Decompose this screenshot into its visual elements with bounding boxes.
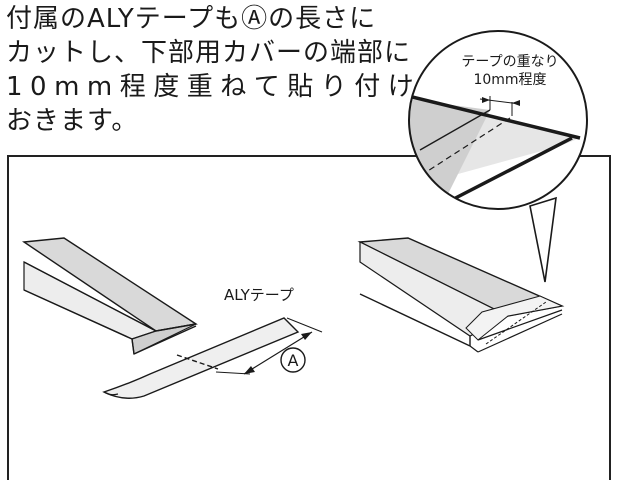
lower-cover-board bbox=[22, 237, 198, 355]
right-figure bbox=[357, 237, 565, 353]
instruction-text: 付属のALYテープもⒶの長さに カットし、下部用カバーの端部に 10mm程度重ね… bbox=[6, 2, 455, 138]
magnifier-callout: テープの重なり 10mm程度 bbox=[408, 30, 588, 283]
applied-tape bbox=[465, 295, 564, 341]
callout-detail: 10mm程度 bbox=[473, 72, 546, 88]
callout-title: テープの重なり bbox=[461, 54, 558, 70]
illustration-frame bbox=[7, 155, 611, 480]
tape-cut-line bbox=[176, 354, 219, 370]
instruction-line-4: おきます。 bbox=[6, 106, 139, 136]
overlap-dashed-line bbox=[485, 301, 547, 345]
aly-tape-strip bbox=[102, 317, 300, 399]
left-figure: A ALYテープ bbox=[22, 237, 323, 399]
dimension-a bbox=[215, 317, 323, 375]
instruction-line-1: 付属のALYテープもⒶの長さに bbox=[6, 4, 377, 34]
instruction-line-2: カットし、下部用カバーの端部に bbox=[6, 38, 412, 68]
aly-tape-label: ALYテープ bbox=[224, 286, 294, 304]
dimension-a-letter: A bbox=[288, 351, 299, 370]
instruction-line-3: 10mm程度重ねて貼り付けて bbox=[6, 72, 455, 102]
dimension-a-marker bbox=[280, 347, 306, 373]
